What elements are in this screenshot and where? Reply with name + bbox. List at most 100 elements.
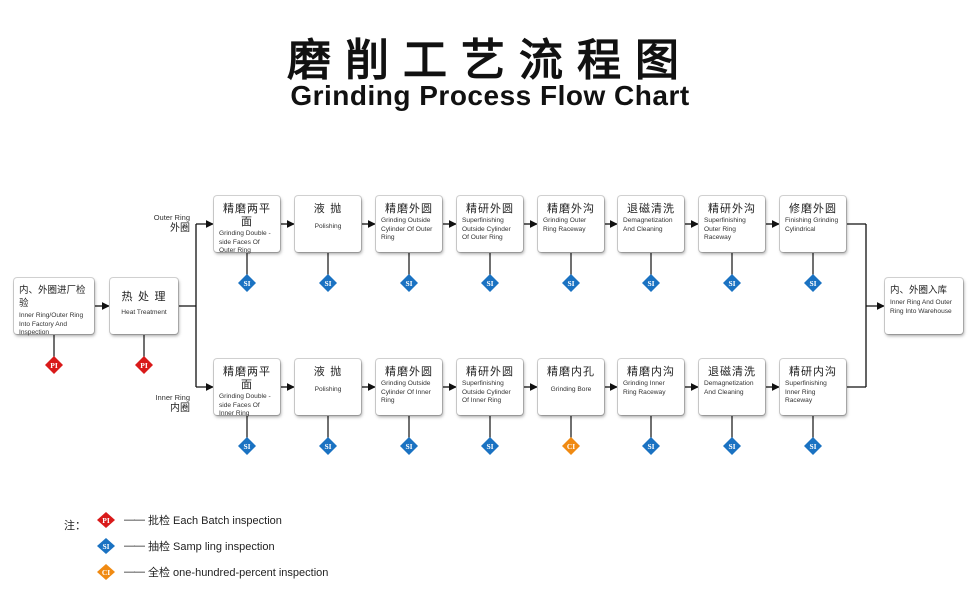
outer-step-en: Grinding Double -side Faces Of Outer Rin… [219,230,271,255]
inner-step-cn: 精磨两平面 [223,365,271,391]
outer-step-en: Demagnetization And Cleaning [623,217,673,233]
inner-ring-label-en: Inner Ring [155,393,190,402]
si-diamond-icon: SI [97,538,115,554]
outer-step-box: 液 抛 Polishing [295,196,361,252]
inner-step-en: Grinding Inner Ring Raceway [623,380,666,396]
inner-step-en: Demagnetization And Cleaning [704,380,754,396]
inspection-mark-code: PI [50,361,58,370]
inspection-mark-code: SI [647,442,654,451]
title-chinese: 磨削工艺流程图 [287,35,693,86]
outer-step-en: Finishing Grinding Cylindrical [785,217,839,233]
inspection-mark-code: SI [243,279,250,288]
pi-diamond-icon [45,356,63,374]
outer-step-cn: 修磨外圆 [789,202,837,215]
inner-step-cn: 液 抛 [313,365,343,378]
inspection-mark-code: SI [324,279,331,288]
inspection-mark-code: SI [243,442,250,451]
inspection-mark-code: SI [324,442,331,451]
outer-step-cn: 精磨两平面 [223,202,271,228]
inner-step-cn: 精研外圆 [466,365,514,378]
legend-note: 注： [64,519,86,532]
outer-step-cn: 精磨外沟 [547,202,595,215]
legend-item-si: SI ——抽检 Samp ling inspection [96,537,275,555]
inspection-mark-code: SI [567,279,574,288]
outer-step-box: 精研外沟 Superfinishing Outer Ring Raceway [699,196,765,252]
outer-step-cn: 精研外圆 [466,202,514,215]
heat-box-en: Heat Treatment [121,309,167,316]
legend-item-ci: CI ——全检 one-hundred-percent inspection [96,563,328,581]
outer-step-en: Grinding Outer Ring Raceway [543,217,587,233]
title-english: Grinding Process Flow Chart [290,80,690,111]
outer-step-box: 修磨外圆 Finishing Grinding Cylindrical [780,196,846,252]
outer-ring-label-cn: 外圈 [170,223,190,234]
si-diamond-icon [481,437,499,455]
outer-ring-label-en: Outer Ring [153,213,190,222]
outer-step-cn: 精研外沟 [708,202,756,215]
legend-text: 抽检 Samp ling inspection [148,541,275,553]
inner-step-en: Grinding Bore [550,386,592,393]
inner-step-cn: 精磨内孔 [547,365,595,378]
inspection-mark-code: SI [728,442,735,451]
si-diamond-icon [319,274,337,292]
heat-treatment-box: 热 处 理 Heat Treatment [110,278,178,334]
legend-mark-code: SI [102,542,109,551]
legend-mark-code: CI [102,568,110,577]
si-diamond-icon [804,274,822,292]
inner-step-en: Superfinishing Inner Ring Raceway [785,380,827,405]
legend-item-pi: PI ——批检 Each Batch inspection [96,511,282,529]
start-box-cn: 内、外圈进厂检验 [19,285,86,309]
inner-step-box: 精磨外圆 Grinding Outside Cylinder Of Inner R… [376,359,442,415]
si-diamond-icon [642,274,660,292]
end-box-en: Inner Ring And Outer Ring Into Warehouse [890,299,952,315]
end-box: 内、外圈入库 Inner Ring And Outer Ring Into Wa… [885,278,963,334]
legend-text: 全检 one-hundred-percent inspection [148,567,329,579]
legend-text: 批检 Each Batch inspection [148,515,282,527]
ci-diamond-icon [562,437,580,455]
legend-mark-code: PI [102,516,110,525]
inspection-mark-code: SI [647,279,654,288]
inspection-mark-code: PI [140,361,148,370]
outer-ring-label: Outer Ring 外圈 [146,212,190,234]
outer-step-box: 精磨外沟 Grinding Outer Ring Raceway [538,196,604,252]
ci-diamond-icon: CI [97,564,115,580]
si-diamond-icon [723,274,741,292]
inner-ring-label-cn: 内圈 [170,403,190,414]
si-diamond-icon [723,437,741,455]
inner-step-en: Polishing [314,386,342,393]
outer-step-cn: 液 抛 [313,202,343,215]
inner-step-en: Grinding Outside Cylinder Of Inner Ring [381,380,431,405]
outer-step-en: Superfinishing Outside Cylinder Of Outer… [462,217,511,242]
inner-step-box: 液 抛 Polishing [295,359,361,415]
inspection-mark-code: SI [486,279,493,288]
start-box-en: Inner Ring/Outer Ring Into Factory And I… [19,312,84,337]
inner-step-cn: 精磨外圆 [385,365,433,378]
outer-step-en: Polishing [314,223,342,230]
outer-step-en: Superfinishing Outer Ring Raceway [704,217,746,242]
heat-box-cn: 热 处 理 [121,290,167,303]
start-box: 内、外圈进厂检验 Inner Ring/Outer Ring Into Fact… [14,278,94,336]
inner-step-en: Grinding Double -side Faces Of Inner Rin… [219,393,271,418]
legend-dash: —— [124,540,145,552]
si-diamond-icon [804,437,822,455]
inner-step-box: 精磨内孔 Grinding Bore [538,359,604,415]
inspection-mark-code: CI [567,442,575,451]
si-diamond-icon [238,274,256,292]
si-diamond-icon [319,437,337,455]
inspection-mark-code: SI [405,442,412,451]
outer-step-en: Grinding Outside Cylinder Of Outer Ring [381,217,433,242]
si-diamond-icon [562,274,580,292]
pi-diamond-icon: PI [97,512,115,528]
legend-dash: —— [124,514,145,526]
inspection-mark-code: SI [809,279,816,288]
si-diamond-icon [642,437,660,455]
legend-dash: —— [124,566,145,578]
inspection-mark-code: SI [486,442,493,451]
inspection-mark-code: SI [728,279,735,288]
